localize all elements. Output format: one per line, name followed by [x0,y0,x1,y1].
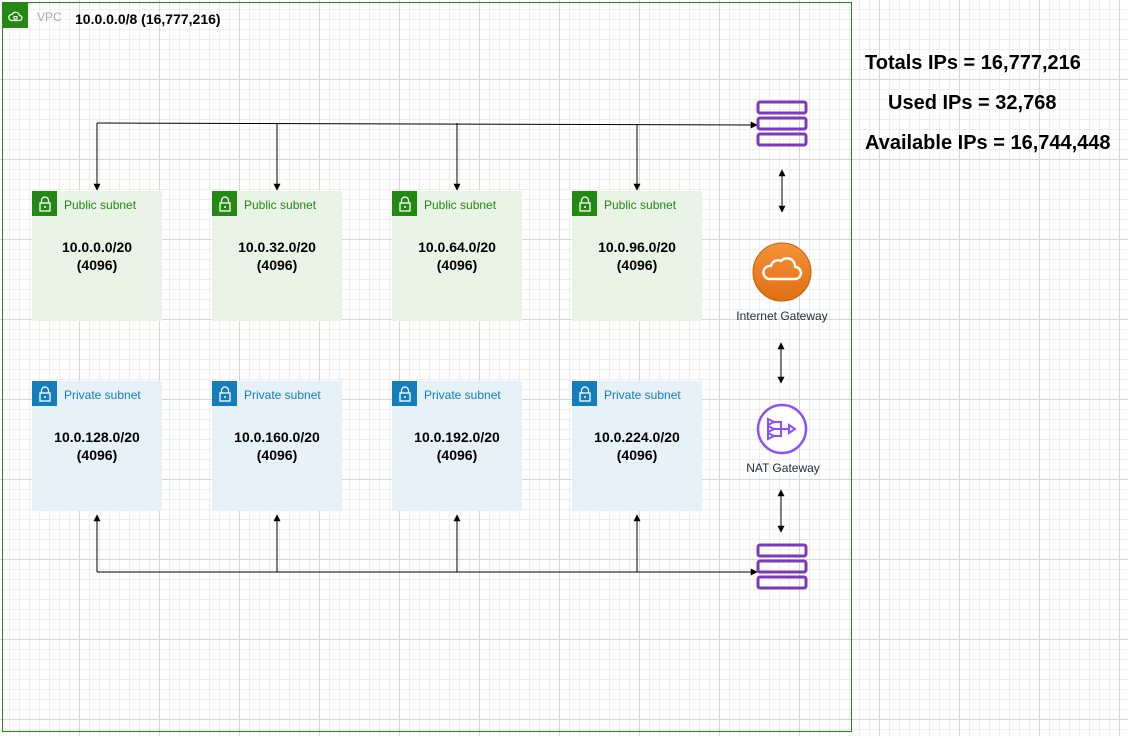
subnet-cidr: 10.0.32.0/20 [238,239,316,255]
public-subnet-4[interactable]: Public subnet 10.0.96.0/20 (4096) [572,191,702,321]
internet-gateway-label: Internet Gateway [736,309,828,323]
subnet-ip-count: (4096) [76,257,118,273]
subnet-ip-count: (4096) [76,447,118,463]
lock-icon [212,191,237,216]
router-icon[interactable] [756,100,808,155]
subnet-ip-count: (4096) [436,447,478,463]
private-subnet-1[interactable]: Private subnet 10.0.128.0/20 (4096) [32,381,162,511]
subnet-cidr: 10.0.64.0/20 [418,239,496,255]
private-subnet-2[interactable]: Private subnet 10.0.160.0/20 (4096) [212,381,342,511]
total-ips-text: Totals IPs = 16,777,216 [865,52,1081,74]
subnet-title: Public subnet [244,198,317,212]
available-ips-text: Available IPs = 16,744,448 [865,132,1111,154]
subnet-ip-count: (4096) [256,447,298,463]
vpc-cidr: 10.0.0.0/8 (16,777,216) [75,11,221,27]
public-subnet-3[interactable]: Public subnet 10.0.64.0/20 (4096) [392,191,522,321]
subnet-ip-count: (4096) [616,257,658,273]
lock-icon [212,381,237,406]
subnet-title: Private subnet [64,388,141,402]
nat-gateway-label: NAT Gateway [746,461,820,475]
vpc-cloud-icon [3,3,28,28]
subnet-cidr: 10.0.160.0/20 [234,429,320,445]
used-ips-text: Used IPs = 32,768 [888,92,1057,114]
lock-icon [392,191,417,216]
subnet-title: Public subnet [424,198,497,212]
nat-gateway-icon[interactable] [756,403,808,460]
router-icon[interactable] [756,543,808,598]
top-bus-line [96,121,758,129]
subnet-ip-count: (4096) [256,257,298,273]
subnet-cidr: 10.0.0.0/20 [61,239,133,255]
subnet-title: Private subnet [604,388,681,402]
subnet-ip-count: (4096) [436,257,478,273]
subnet-cidr: 10.0.224.0/20 [594,429,680,445]
lock-icon [32,381,57,406]
internet-gateway-icon[interactable] [752,242,812,307]
public-subnet-2[interactable]: Public subnet 10.0.32.0/20 (4096) [212,191,342,321]
subnet-cidr: 10.0.128.0/20 [54,429,140,445]
lock-icon [572,381,597,406]
lock-icon [32,191,57,216]
subnet-cidr: 10.0.96.0/20 [598,239,676,255]
subnet-title: Private subnet [424,388,501,402]
subnet-title: Public subnet [64,198,137,212]
subnet-ip-count: (4096) [616,447,658,463]
lock-icon [392,381,417,406]
private-subnet-3[interactable]: Private subnet 10.0.192.0/20 (4096) [392,381,522,511]
vpc-container[interactable]: VPC 10.0.0.0/8 (16,777,216) [2,2,852,732]
private-subnet-4[interactable]: Private subnet 10.0.224.0/20 (4096) [572,381,702,511]
vpc-label: VPC [37,10,62,24]
lock-icon [572,191,597,216]
public-subnet-1[interactable]: Public subnet 10.0.0.0/20 (4096) [32,191,162,321]
subnet-cidr: 10.0.192.0/20 [414,429,500,445]
subnet-title: Private subnet [244,388,321,402]
subnet-title: Public subnet [604,198,677,212]
